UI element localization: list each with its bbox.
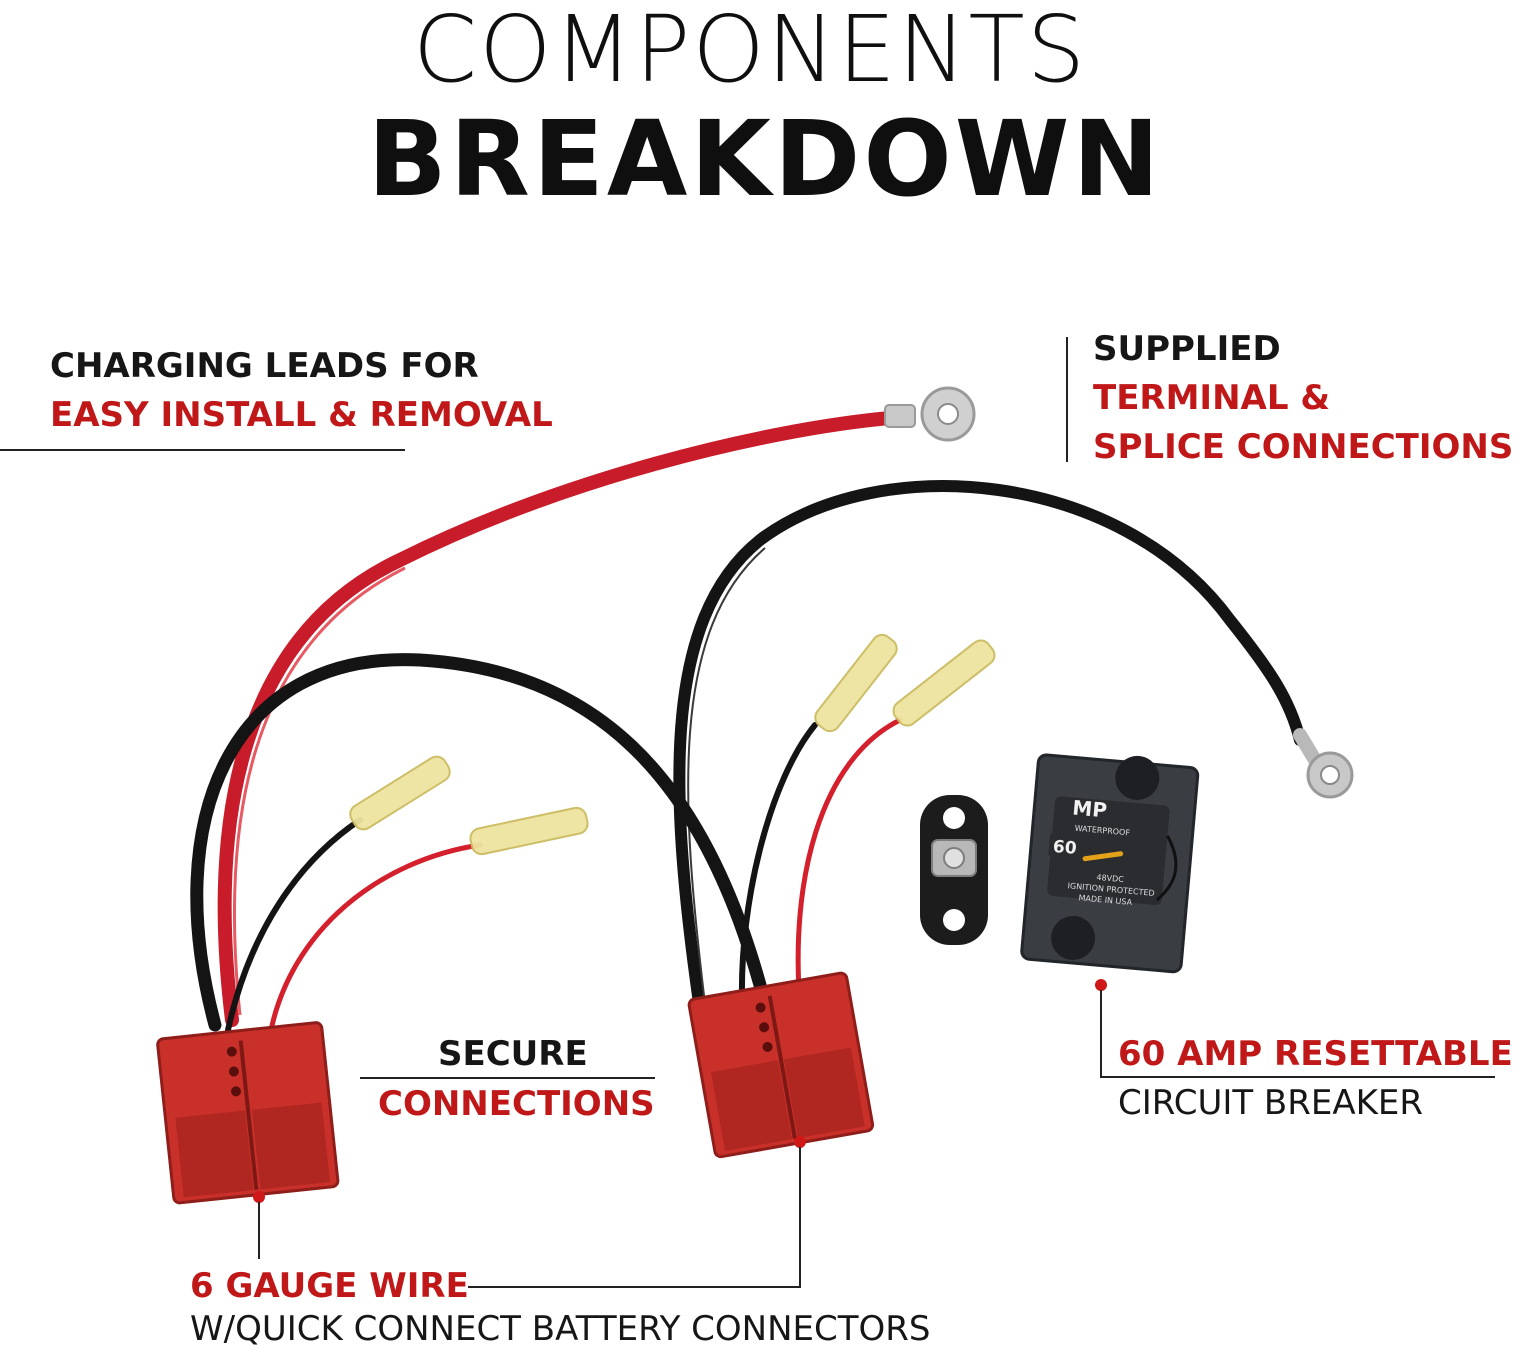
right-splice-leads [738, 633, 996, 1008]
black-jumper-cable [190, 653, 767, 1032]
secure-title: SECURE [438, 1034, 588, 1074]
right-quick-connector [687, 971, 875, 1159]
breaker-voltage: 48VDC [1096, 873, 1124, 884]
charging-leads-title: CHARGING LEADS FOR [50, 346, 479, 386]
breaker-rating: 60 [1052, 837, 1077, 859]
right-connector-marker-dot [794, 1136, 806, 1148]
supplied-subtitle-1: TERMINAL & [1093, 378, 1331, 418]
breaker-title: 60 AMP RESETTABLE [1118, 1034, 1513, 1074]
page-title-bold: BREAKDOWN [367, 98, 1163, 220]
wire-subtitle: W/QUICK CONNECT BATTERY CONNECTORS [190, 1309, 931, 1349]
page-title-light: COMPONENTS [412, 0, 1088, 103]
secure-divider [360, 1077, 655, 1079]
secure-subtitle: CONNECTIONS [378, 1084, 655, 1124]
breaker-subtitle: CIRCUIT BREAKER [1118, 1083, 1424, 1123]
breaker-marker-dot [1095, 979, 1107, 991]
terminal-stud [920, 795, 988, 945]
charging-leads-underline [0, 449, 405, 451]
supplied-subtitle-2: SPLICE CONNECTIONS [1093, 427, 1514, 467]
circuit-breaker: MP WATERPROOF 60 48VDC IGNITION PROTECTE… [1020, 753, 1200, 974]
charging-leads-subtitle: EASY INSTALL & REMOVAL [50, 395, 553, 435]
wire-leader-horizontal [468, 1286, 801, 1288]
supplied-divider [1066, 337, 1068, 462]
breaker-leader-horizontal [1100, 1076, 1495, 1078]
wire-leader-left [258, 1202, 260, 1259]
breaker-leader-vertical [1100, 990, 1102, 1078]
wire-title: 6 GAUGE WIRE [190, 1266, 469, 1306]
left-splice-leads [225, 755, 589, 1038]
left-quick-connector [156, 1021, 340, 1205]
left-connector-marker-dot [253, 1191, 265, 1203]
breaker-brand: MP [1071, 795, 1108, 822]
red-battery-cable [217, 386, 976, 1027]
black-battery-cable [673, 480, 1354, 1016]
supplied-title: SUPPLIED [1093, 329, 1281, 369]
wire-leader-right [799, 1147, 801, 1287]
